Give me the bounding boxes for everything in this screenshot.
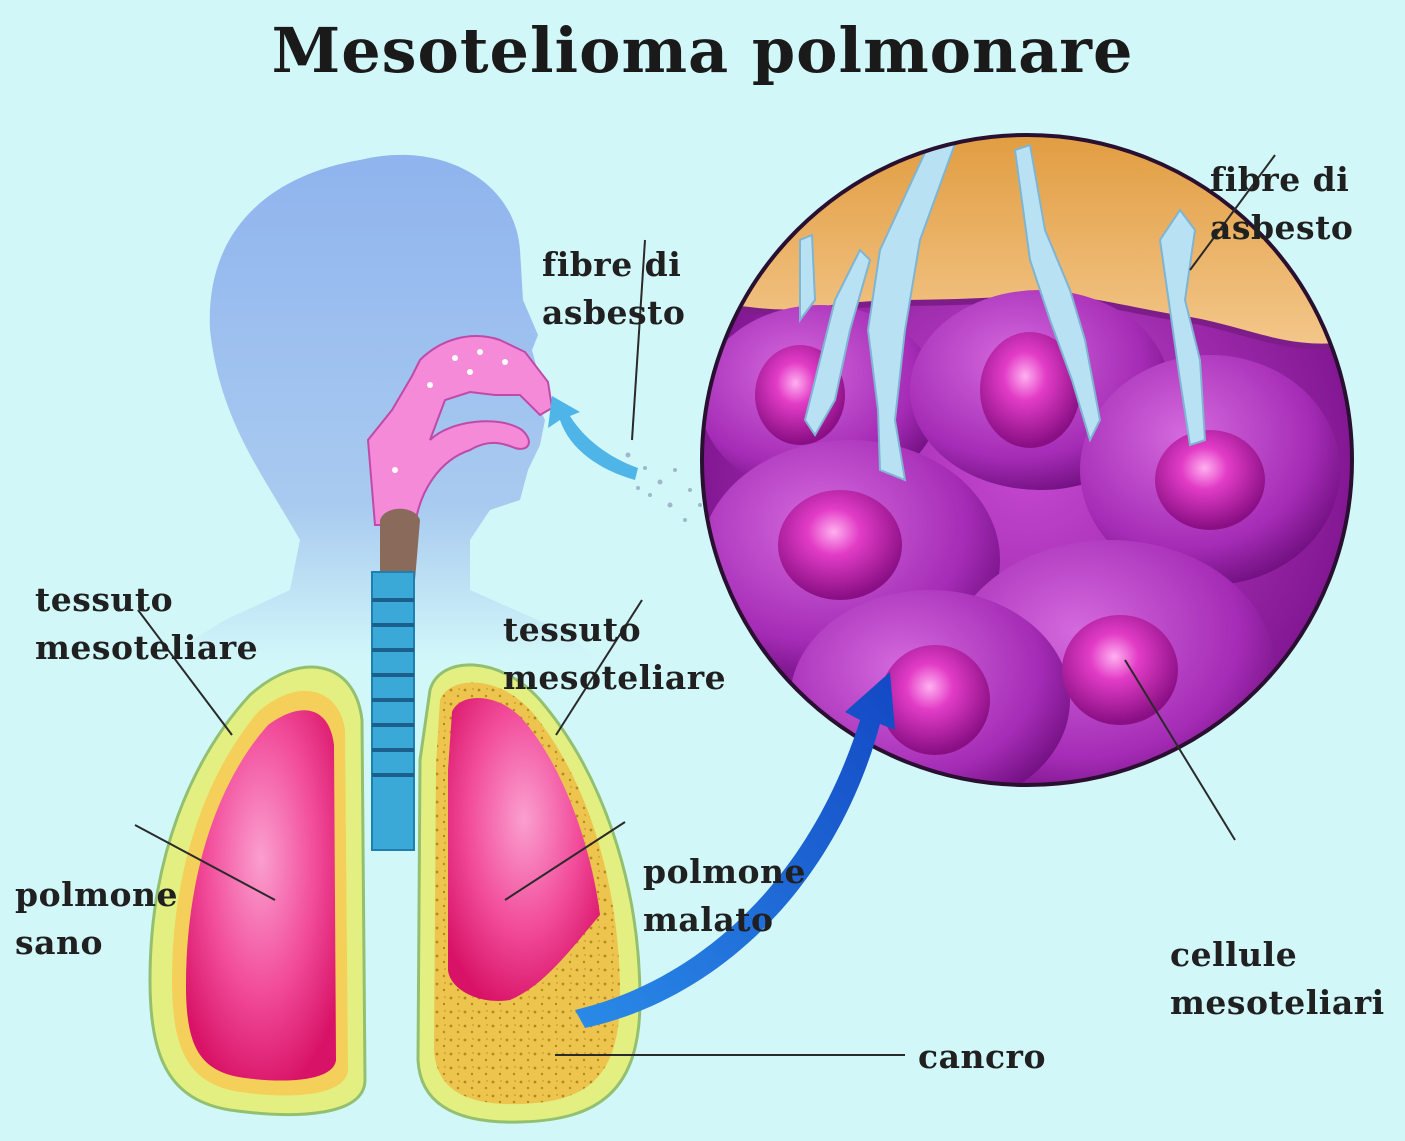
- label-polmone-sano: polmonesano: [15, 775, 178, 1063]
- label-tessuto-left: tessutomesoteliare: [35, 480, 258, 768]
- label-cancro: cancro: [918, 1033, 1046, 1081]
- label-fibre-center: fibre diasbesto: [542, 145, 685, 433]
- label-polmone-malato: polmonemalato: [643, 752, 806, 1040]
- label-cellule: cellulemesoteliari: [1170, 835, 1385, 1123]
- label-fibre-top: fibre diasbesto: [1210, 60, 1353, 348]
- diagram-title: Mesotelioma polmonare: [0, 14, 1405, 87]
